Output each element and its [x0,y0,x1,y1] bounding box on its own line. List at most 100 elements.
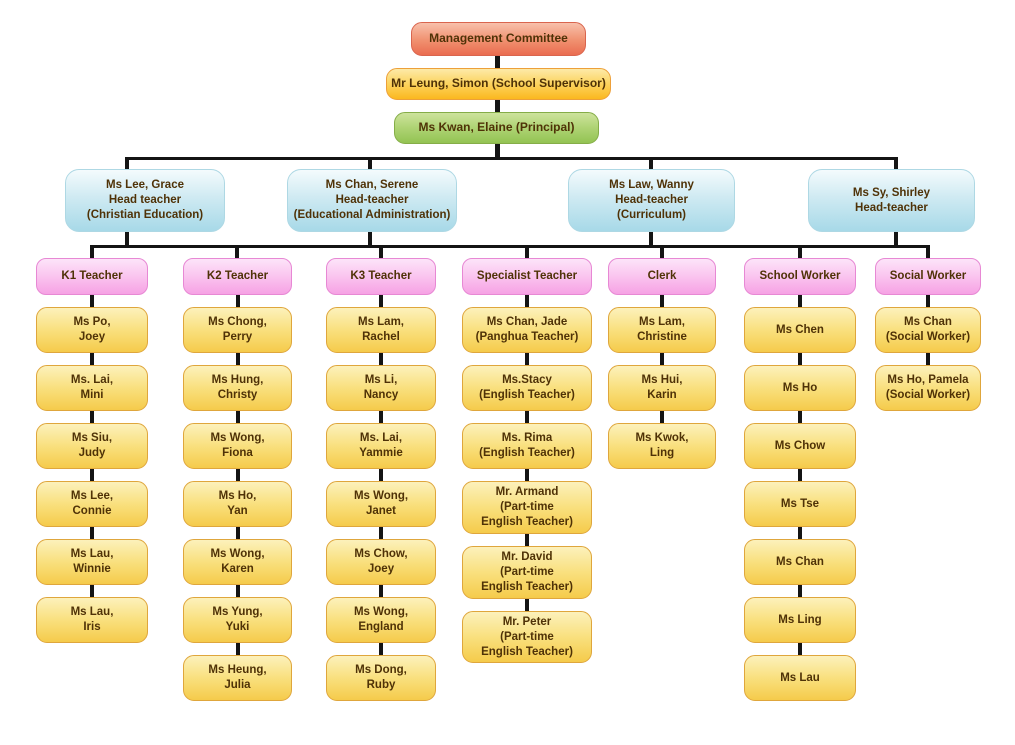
connector-line [894,232,898,246]
connector-stub [798,411,802,423]
member-item: Ms Dong, Ruby [326,643,436,701]
member-item: Ms Wong, Karen [183,527,292,585]
member-box: Ms Hung, Christy [183,365,292,411]
member-box: Ms Kwok, Ling [608,423,716,469]
connector-stub [379,411,383,423]
member-item: Ms Wong, Fiona [183,411,292,469]
member-item: Ms. Lai, Mini [36,353,148,411]
member-item: Ms Lau [744,643,856,701]
connector-stub [90,585,94,597]
member-item: Ms Chow, Joey [326,527,436,585]
member-box: Ms Chong, Perry [183,307,292,353]
member-item: Ms Ho, Pamela (Social Worker) [875,353,981,411]
member-box: Ms Lau, Iris [36,597,148,643]
connector-stub [235,353,240,365]
connector-stub [235,585,240,597]
member-box: Ms Wong, Janet [326,481,436,527]
member-item: Ms Lam, Christine [608,295,716,353]
member-item: Ms Heung, Julia [183,643,292,701]
connector-stub [525,469,529,481]
connector-line [125,232,129,246]
member-item: Ms. Rima (English Teacher) [462,411,592,469]
member-list: Ms Chen Ms Ho Ms Chow Ms Tse Ms Chan Ms … [744,295,856,701]
member-box: Ms Ling [744,597,856,643]
connector-line [90,247,94,258]
connector-stub [798,527,802,539]
member-box: Ms.Stacy (English Teacher) [462,365,592,411]
member-item: Ms Tse [744,469,856,527]
member-item: Ms Chong, Perry [183,295,292,353]
member-item: Ms Hui, Karin [608,353,716,411]
org-node-head-teacher-1: Ms Lee, Grace Head teacher (Christian Ed… [65,169,225,232]
member-box: Ms. Lai, Yammie [326,423,436,469]
member-box: Ms Hui, Karin [608,365,716,411]
role-box: K3 Teacher [326,258,436,295]
connector-stub [525,295,529,307]
member-item: Ms Wong, Janet [326,469,436,527]
role-box: School Worker [744,258,856,295]
member-box: Ms Lam, Christine [608,307,716,353]
member-item: Ms Lau, Winnie [36,527,148,585]
member-box: Ms Po, Joey [36,307,148,353]
member-box: Ms Chow, Joey [326,539,436,585]
member-list: Ms Po, Joey Ms. Lai, Mini Ms Siu, Judy M… [36,295,148,643]
connector-line [125,159,129,169]
connector-stub [798,469,802,481]
connector-stub [798,643,802,655]
member-item: Ms Siu, Judy [36,411,148,469]
member-item: Ms Chan, Jade (Panghua Teacher) [462,295,592,353]
member-box: Ms Siu, Judy [36,423,148,469]
member-box: Ms Dong, Ruby [326,655,436,701]
member-item: Ms Kwok, Ling [608,411,716,469]
member-box: Ms Tse [744,481,856,527]
connector-stub [660,295,664,307]
member-item: Ms Lau, Iris [36,585,148,643]
member-item: Ms Li, Nancy [326,353,436,411]
org-column-k3-teacher: K3 Teacher Ms Lam, Rachel Ms Li, Nancy M… [326,258,436,701]
connector-line [926,247,930,258]
connector-stub [90,469,94,481]
org-column-clerk: Clerk Ms Lam, Christine Ms Hui, Karin Ms… [608,258,716,469]
org-column-k1-teacher: K1 Teacher Ms Po, Joey Ms. Lai, Mini Ms … [36,258,148,643]
connector-line [495,100,500,112]
member-item: Ms Chow [744,411,856,469]
connector-stub [235,469,240,481]
member-list: Ms Chan (Social Worker) Ms Ho, Pamela (S… [875,295,981,411]
member-box: Ms Wong, Karen [183,539,292,585]
connector-stub [379,527,383,539]
connector-stub [235,527,240,539]
connector-line [379,247,383,258]
member-item: Ms Ho, Yan [183,469,292,527]
connector-stub [379,469,383,481]
member-list: Ms Chan, Jade (Panghua Teacher) Ms.Stacy… [462,295,592,664]
role-box: Specialist Teacher [462,258,592,295]
member-box: Ms Ho, Pamela (Social Worker) [875,365,981,411]
connector-stub [525,353,529,365]
member-box: Ms Yung, Yuki [183,597,292,643]
connector-stub [660,353,664,365]
connector-line [495,56,500,68]
connector-stub [660,411,664,423]
connector-stub [90,353,94,365]
org-node-head-teacher-3: Ms Law, Wanny Head-teacher (Curriculum) [568,169,735,232]
connector-stub [798,585,802,597]
member-box: Ms Li, Nancy [326,365,436,411]
member-item: Ms Yung, Yuki [183,585,292,643]
member-item: Ms Lam, Rachel [326,295,436,353]
org-column-school-worker: School Worker Ms Chen Ms Ho Ms Chow Ms T… [744,258,856,701]
member-box: Ms Chow [744,423,856,469]
role-box: Clerk [608,258,716,295]
connector-stub [379,585,383,597]
member-box: Ms. Lai, Mini [36,365,148,411]
org-column-social-worker: Social Worker Ms Chan (Social Worker) Ms… [875,258,981,411]
member-box: Ms Ho [744,365,856,411]
connector-stub [798,353,802,365]
org-node-management-committee: Management Committee [411,22,586,56]
connector-stub [90,527,94,539]
connector-stub [926,353,930,365]
connector-stub [90,295,94,307]
connector-rail [90,245,930,248]
connector-line [649,232,653,246]
member-item: Ms. Lai, Yammie [326,411,436,469]
connector-line [798,247,802,258]
